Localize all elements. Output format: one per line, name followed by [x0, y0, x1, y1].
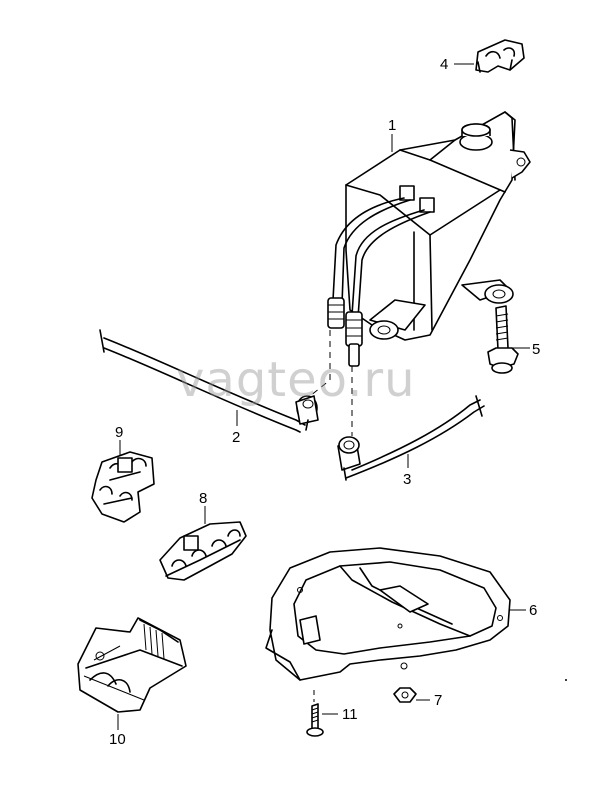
- callout-4: 4: [440, 56, 448, 73]
- callout-8: 8: [199, 490, 207, 507]
- part-7-nut: [393, 687, 417, 703]
- callout-7: 7: [434, 692, 442, 709]
- callout-6: 6: [529, 602, 537, 619]
- part-4-clip: [475, 39, 525, 73]
- part-2-hose: [99, 329, 331, 433]
- part-3-hose: [337, 366, 485, 481]
- part-5-bolt: [487, 305, 519, 374]
- callout-10: 10: [109, 731, 126, 748]
- stray-dot: [565, 679, 567, 681]
- callout-2: 2: [232, 429, 240, 446]
- part-11-screw: [306, 690, 324, 737]
- part-8-clip: [159, 521, 247, 581]
- callout-5: 5: [532, 341, 540, 358]
- part-1-reservoir: [327, 111, 531, 367]
- callout-9: 9: [115, 424, 123, 441]
- callout-1: 1: [388, 117, 396, 134]
- watermark-text: vagteo.ru: [176, 352, 416, 408]
- part-10-cover: [77, 617, 187, 713]
- part-6-holder: [265, 547, 511, 681]
- leader-lines: [117, 63, 530, 730]
- part-9-clip: [91, 451, 155, 523]
- callout-3: 3: [403, 471, 411, 488]
- callout-labels: 1 2 3 4 5 6 7 8 9 10 11: [109, 56, 540, 748]
- callout-11: 11: [342, 706, 358, 723]
